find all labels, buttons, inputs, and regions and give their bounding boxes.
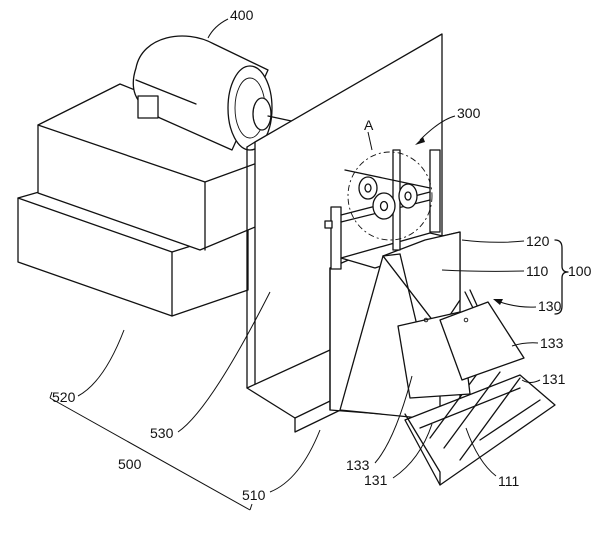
- label-group-total: 100: [568, 263, 592, 279]
- label-base-block: 520: [52, 389, 76, 405]
- label-motor: 400: [230, 7, 254, 23]
- roller-assembly: [344, 149, 433, 251]
- wall-edge-top: [246, 141, 256, 148]
- motor-mount-foot: [137, 95, 159, 119]
- leader-lines: [49, 18, 541, 511]
- leader-400: [207, 18, 229, 39]
- roller-right-hub: [404, 191, 412, 201]
- label-bracket-top: 120: [526, 233, 550, 249]
- rail-131-c: [443, 371, 501, 449]
- bracket-tick-500-b: [249, 503, 253, 511]
- leader-111: [465, 427, 497, 477]
- leader-300: [419, 115, 456, 141]
- rail-131-d: [459, 377, 521, 461]
- roller-center: [372, 192, 396, 220]
- guide-tray-edge: [404, 413, 441, 486]
- bracket-tick-500-a: [49, 391, 53, 399]
- label-body: 110: [526, 263, 549, 279]
- housing-apex: [382, 253, 401, 257]
- roller-center-hub: [379, 200, 389, 212]
- brace-100: [554, 239, 569, 315]
- guide-frame: [404, 289, 556, 486]
- rail-131-b: [429, 369, 481, 439]
- reference-labels: 400 300 A 120 110 100 130 133 131 133 13…: [52, 7, 592, 503]
- leader-120: [461, 239, 525, 243]
- label-guide-frame: 130: [538, 298, 562, 314]
- detail-circle-a: [347, 151, 433, 241]
- leader-a: [367, 131, 373, 151]
- leader-133-left: [374, 375, 413, 464]
- label-plate-right: 133: [540, 335, 564, 351]
- leader-300-arrow: [415, 137, 425, 145]
- leader-510: [269, 429, 321, 493]
- leader-130-arrow: [493, 299, 503, 305]
- plate-133-right: [439, 301, 525, 381]
- roller-right: [398, 183, 418, 209]
- label-base-plate: 510: [242, 487, 266, 503]
- plate-pin-a: [423, 317, 429, 323]
- left-post: [330, 206, 342, 270]
- label-channel: 111: [498, 473, 519, 489]
- leader-133-right: [511, 342, 539, 347]
- leader-131-left: [392, 423, 433, 479]
- motor: [132, 35, 297, 151]
- leader-131-right: [521, 379, 541, 383]
- label-frame-group: 500: [118, 456, 142, 472]
- label-rail-left: 131: [364, 472, 388, 488]
- roller-left-hub: [364, 183, 372, 193]
- leader-110: [441, 269, 525, 272]
- rail-131-a: [419, 387, 521, 429]
- rail-131-e: [479, 399, 541, 441]
- label-detail-a: A: [364, 117, 374, 133]
- plate-pin-b: [463, 317, 469, 323]
- plates: [397, 301, 525, 399]
- roller-left: [358, 176, 378, 200]
- motor-mount-line: [135, 79, 197, 105]
- post-bolt: [324, 220, 333, 229]
- leader-520: [77, 329, 125, 397]
- guide-tray: [404, 374, 556, 486]
- label-plate-left: 133: [346, 457, 370, 473]
- label-vertical-wall: 530: [150, 425, 174, 441]
- label-rail-right: 131: [542, 371, 566, 387]
- roller-axle: [344, 169, 431, 189]
- bracket-line-500: [49, 397, 251, 511]
- label-assembly-top: 300: [457, 105, 481, 121]
- leader-530: [177, 291, 271, 433]
- motor-hub: [252, 97, 272, 131]
- leader-130: [499, 301, 537, 308]
- right-post: [429, 149, 441, 233]
